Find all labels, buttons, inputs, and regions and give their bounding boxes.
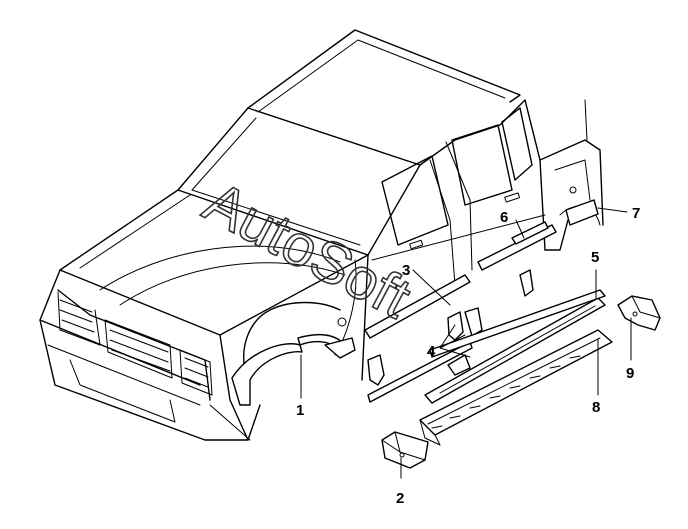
watermark-text: AutoSoft: [194, 169, 421, 331]
callout-9: 9: [626, 365, 634, 382]
part-9-end-cap[interactable]: [617, 295, 661, 331]
part-2-bracket[interactable]: [381, 431, 429, 469]
callout-8: 8: [592, 399, 600, 416]
callout-numbers: 1 2 3 4 5 6 7 8 9: [296, 205, 640, 507]
callout-7: 7: [632, 205, 640, 222]
callout-6: 6: [500, 209, 508, 226]
part-6-door-molding[interactable]: [477, 221, 557, 271]
callout-3: 3: [402, 262, 410, 279]
part-1-wheel-arch-molding[interactable]: [297, 334, 356, 359]
leader-lines: [300, 207, 632, 479]
callout-2: 2: [396, 490, 404, 507]
part-7-bed-molding[interactable]: [565, 199, 599, 226]
part-5-side-sill-rail[interactable]: [424, 289, 606, 404]
part-3-door-molding[interactable]: [364, 274, 473, 403]
part-8-step-board[interactable]: [419, 329, 613, 446]
callout-1: 1: [296, 402, 304, 419]
callout-4: 4: [427, 343, 436, 360]
part-4-mounting-clips[interactable]: [367, 269, 534, 386]
truck-body-outline: [39, 29, 604, 441]
callout-5: 5: [591, 249, 599, 266]
